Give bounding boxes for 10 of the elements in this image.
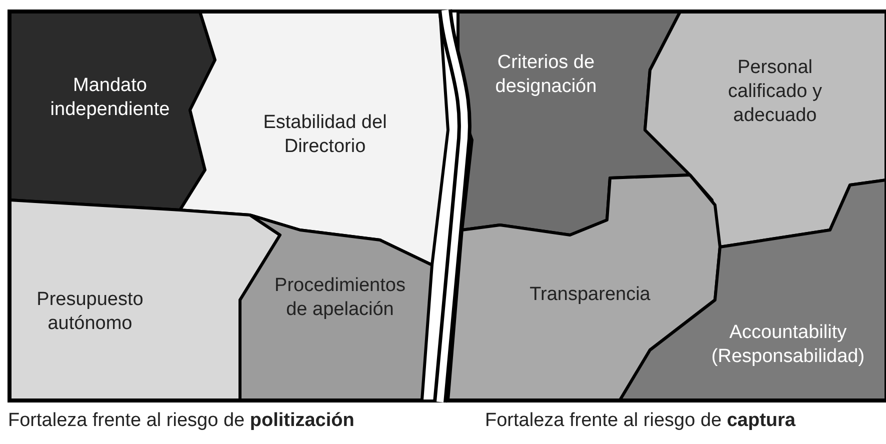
region-label: Mandato independiente [49,74,171,122]
caption-text: Fortaleza frente al riesgo de captura [485,410,796,432]
region-label: Presupuesto autónomo [36,288,144,336]
region-label: Transparencia [528,283,652,307]
region-label: Accountability (Responsabilidad) [710,321,866,369]
region-label: Criterios de designación [494,51,598,99]
region-label: Estabilidad del Directorio [262,111,388,159]
region-label: Procedimientos de apelación [274,274,406,322]
region-label: Personal calificado y adecuado [727,56,823,128]
caption-text: Fortaleza frente al riesgo de politización [8,410,354,432]
